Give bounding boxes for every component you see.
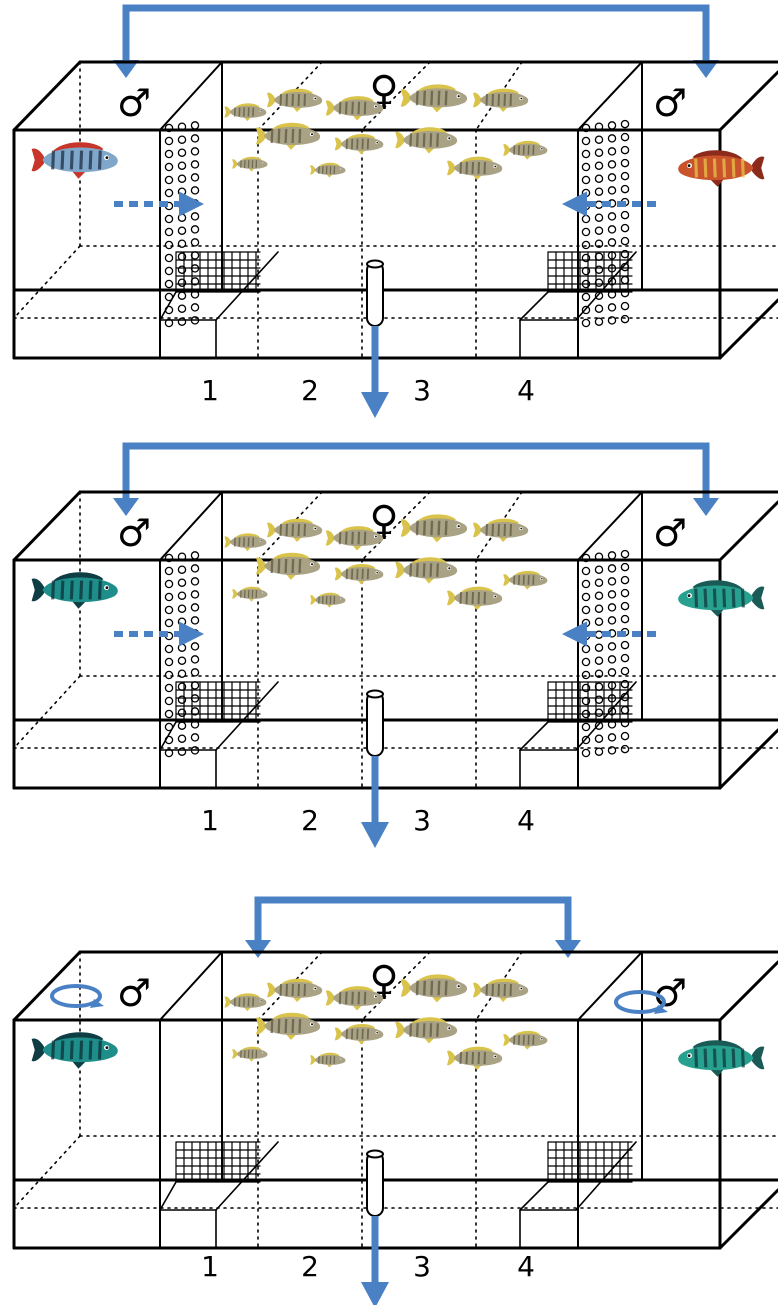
perforated-partition-left <box>164 121 200 328</box>
rotation-marker-right <box>614 990 668 1014</box>
left-male-fish <box>31 572 118 609</box>
female-fish <box>256 552 321 580</box>
compartment-number-2: 2 <box>301 1250 319 1283</box>
right-male-symbol: ♂ <box>653 81 687 125</box>
right-male-fish <box>678 580 765 617</box>
left-male-fish <box>31 142 118 179</box>
drain-outflow-arrowhead <box>361 392 389 418</box>
compartment-number-2: 2 <box>301 374 319 407</box>
female-fish <box>325 96 384 121</box>
female-fish <box>447 156 503 180</box>
left-male-symbol: ♂ <box>117 81 151 125</box>
female-fish <box>325 526 384 551</box>
right-male-fish <box>678 150 765 187</box>
compartment-number-1: 1 <box>201 374 219 407</box>
right-male-symbol: ♂ <box>653 511 687 555</box>
female-fish <box>395 127 458 154</box>
right-male-fish <box>678 1040 765 1077</box>
female-fish <box>232 156 268 172</box>
female-fish <box>325 986 384 1011</box>
female-fish <box>256 122 321 150</box>
compartment-dividers <box>257 951 523 1249</box>
compartment-number-1: 1 <box>201 804 219 837</box>
compartment-number-1: 1 <box>201 1250 219 1283</box>
drain-outflow-arrowhead <box>361 1282 389 1308</box>
female-fish <box>310 1052 346 1068</box>
female-fish <box>395 557 458 584</box>
perforated-partition-left <box>164 551 200 758</box>
female-fish <box>224 103 267 122</box>
perforated-partition-right <box>581 549 630 758</box>
compartment-number-3: 3 <box>413 804 431 837</box>
tank-outline <box>12 950 778 1250</box>
drain-pipe <box>366 689 384 757</box>
female-fish <box>503 570 548 590</box>
female-fish <box>473 88 529 112</box>
water-recirculation-arrow <box>113 4 719 78</box>
female-fish <box>334 1023 384 1045</box>
female-fish <box>310 592 346 608</box>
compartment-dividers <box>257 61 523 359</box>
water-recirculation-arrow <box>245 896 581 958</box>
female-fish <box>267 88 323 112</box>
left-male-fish <box>31 1032 118 1069</box>
female-fish <box>400 974 468 1003</box>
female-fish <box>447 586 503 610</box>
female-fish <box>232 1046 268 1062</box>
female-fish <box>232 586 268 602</box>
perforated-partition-right <box>581 119 630 328</box>
water-recirculation-arrow <box>113 442 719 516</box>
female-fish <box>503 1030 548 1050</box>
female-fish <box>267 978 323 1002</box>
compartment-number-3: 3 <box>413 1250 431 1283</box>
female-fish <box>447 1046 503 1070</box>
female-fish <box>224 533 267 552</box>
female-fish <box>395 1017 458 1044</box>
female-fish <box>310 162 346 178</box>
left-male-symbol: ♂ <box>117 971 151 1015</box>
female-fish <box>224 993 267 1012</box>
mesh-site-right <box>547 251 633 293</box>
drain-pipe <box>366 1149 384 1217</box>
mesh-site-right <box>547 681 633 723</box>
drain-outflow-arrowhead <box>361 822 389 848</box>
left-male-symbol: ♂ <box>117 511 151 555</box>
compartment-number-4: 4 <box>517 804 535 837</box>
compartment-number-4: 4 <box>517 1250 535 1283</box>
compartment-number-4: 4 <box>517 374 535 407</box>
mesh-site-left <box>175 681 261 723</box>
female-fish <box>334 563 384 585</box>
compartment-number-2: 2 <box>301 804 319 837</box>
female-fish <box>503 140 548 160</box>
female-fish <box>473 978 529 1002</box>
female-fish <box>473 518 529 542</box>
female-fish <box>267 518 323 542</box>
mesh-site-left <box>175 251 261 293</box>
female-fish-group <box>224 84 548 180</box>
compartment-number-3: 3 <box>413 374 431 407</box>
female-fish-group <box>224 974 548 1070</box>
rotation-marker-left <box>50 984 104 1008</box>
female-fish <box>400 514 468 543</box>
female-fish-group <box>224 514 548 610</box>
female-fish <box>334 133 384 155</box>
mesh-site-right <box>547 1141 633 1183</box>
female-fish <box>400 84 468 113</box>
female-fish <box>256 1012 321 1040</box>
mesh-site-left <box>175 1141 261 1183</box>
compartment-dividers <box>257 491 523 789</box>
drain-pipe <box>366 259 384 327</box>
